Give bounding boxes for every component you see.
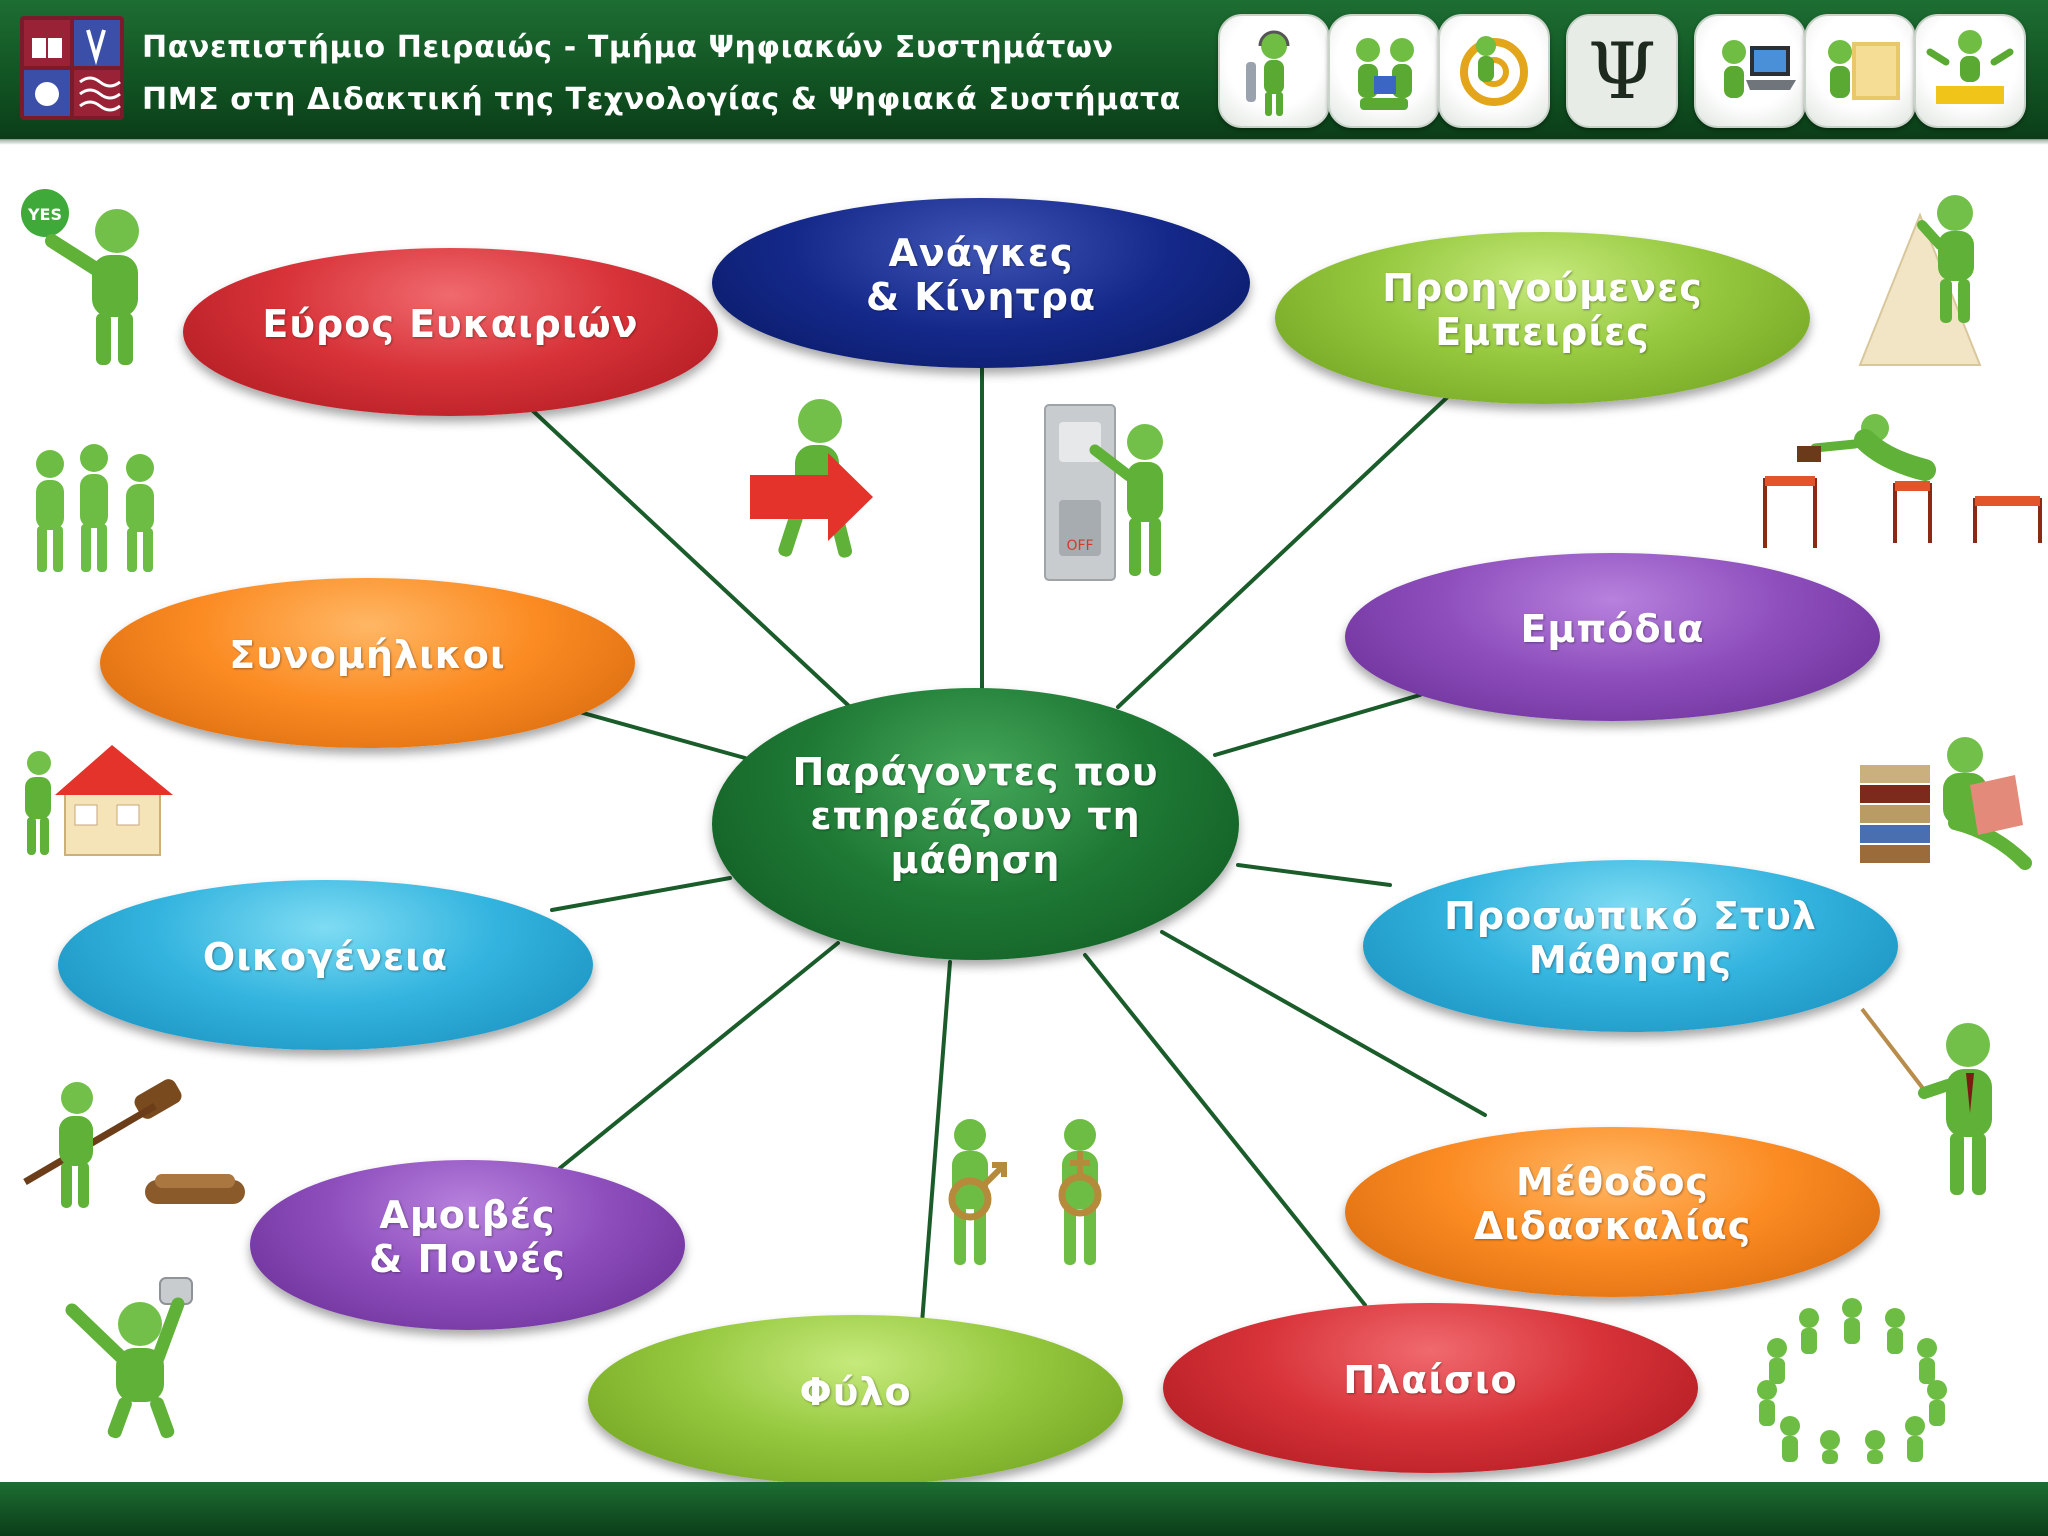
connector-peers bbox=[563, 706, 747, 760]
node-teaching-method: Μέθοδος Διδασκαλίας bbox=[1345, 1127, 1880, 1297]
figure-headset-icon bbox=[1218, 14, 1330, 128]
node-prior-experiences: Προηγούμενες Εμπειρίες bbox=[1275, 232, 1810, 404]
figure-folder-icon bbox=[1804, 14, 1916, 128]
node-gender: Φύλο bbox=[588, 1315, 1123, 1485]
node-center-learning-factors: Παράγοντες που επηρεάζουν τη μάθηση bbox=[712, 688, 1239, 960]
figures-reading-icon bbox=[1328, 14, 1440, 128]
at-sign-figure-icon bbox=[1438, 14, 1550, 128]
node-needs-motivation: Ανάγκες & Κίνητρα bbox=[712, 198, 1250, 368]
figure-celebrating-icon bbox=[60, 1270, 220, 1445]
node-personal-learning-style: Προσωπικό Στυλ Μάθησης bbox=[1363, 860, 1898, 1032]
connector-style bbox=[1236, 863, 1392, 887]
figure-books-icon bbox=[1855, 735, 2032, 875]
figure-puzzle-icon bbox=[1914, 14, 2026, 128]
figure-hurdles-icon bbox=[1755, 414, 2045, 553]
node-range-of-opportunities: Εύρος Ευκαιριών bbox=[183, 248, 718, 416]
node-obstacles: Εμπόδια bbox=[1345, 553, 1880, 721]
connector-gender bbox=[920, 960, 952, 1325]
connector-context bbox=[1083, 953, 1367, 1307]
node-context: Πλαίσιο bbox=[1163, 1303, 1698, 1473]
figure-yes-sign-icon: YES bbox=[12, 185, 152, 375]
svg-text:YES: YES bbox=[27, 205, 62, 224]
figure-gavel-icon bbox=[15, 1070, 250, 1220]
figure-red-arrow-icon bbox=[745, 395, 880, 575]
connector-method bbox=[1160, 930, 1487, 1117]
footer-bar bbox=[0, 1482, 2048, 1536]
connector-opportunities bbox=[530, 408, 852, 709]
svg-text:Ψ: Ψ bbox=[1588, 27, 1656, 117]
node-rewards-punishments: Αμοιβές & Ποινές bbox=[250, 1160, 685, 1330]
figures-circle-icon bbox=[1745, 1290, 1960, 1465]
figure-off-switch-icon: OFF bbox=[1044, 400, 1175, 581]
connector-family bbox=[550, 876, 732, 912]
header-title-program: ΠΜΣ στη Διδακτική της Τεχνολογίας & Ψηφι… bbox=[142, 82, 1181, 117]
psi-logo-icon: Ψ bbox=[1566, 14, 1678, 128]
svg-text:OFF: OFF bbox=[1066, 538, 1093, 554]
connector-prior bbox=[1116, 388, 1457, 709]
university-logo-icon bbox=[20, 16, 124, 120]
gender-symbols-figures-icon bbox=[930, 1115, 1125, 1275]
figure-pyramid-icon bbox=[1850, 195, 2000, 370]
figure-house-icon bbox=[15, 735, 175, 860]
connector-rewards bbox=[558, 941, 840, 1170]
header-title-university: Πανεπιστήμιο Πειραιώς - Τμήμα Ψηφιακών Σ… bbox=[142, 30, 1114, 65]
node-peers: Συνομήλικοι bbox=[100, 578, 635, 748]
connector-obstacles bbox=[1213, 693, 1422, 757]
figures-group-icon bbox=[22, 440, 172, 580]
header-bar: Πανεπιστήμιο Πειραιώς - Τμήμα Ψηφιακών Σ… bbox=[0, 0, 2048, 145]
figure-teacher-pointer-icon bbox=[1858, 1005, 2023, 1205]
node-family: Οικογένεια bbox=[58, 880, 593, 1050]
